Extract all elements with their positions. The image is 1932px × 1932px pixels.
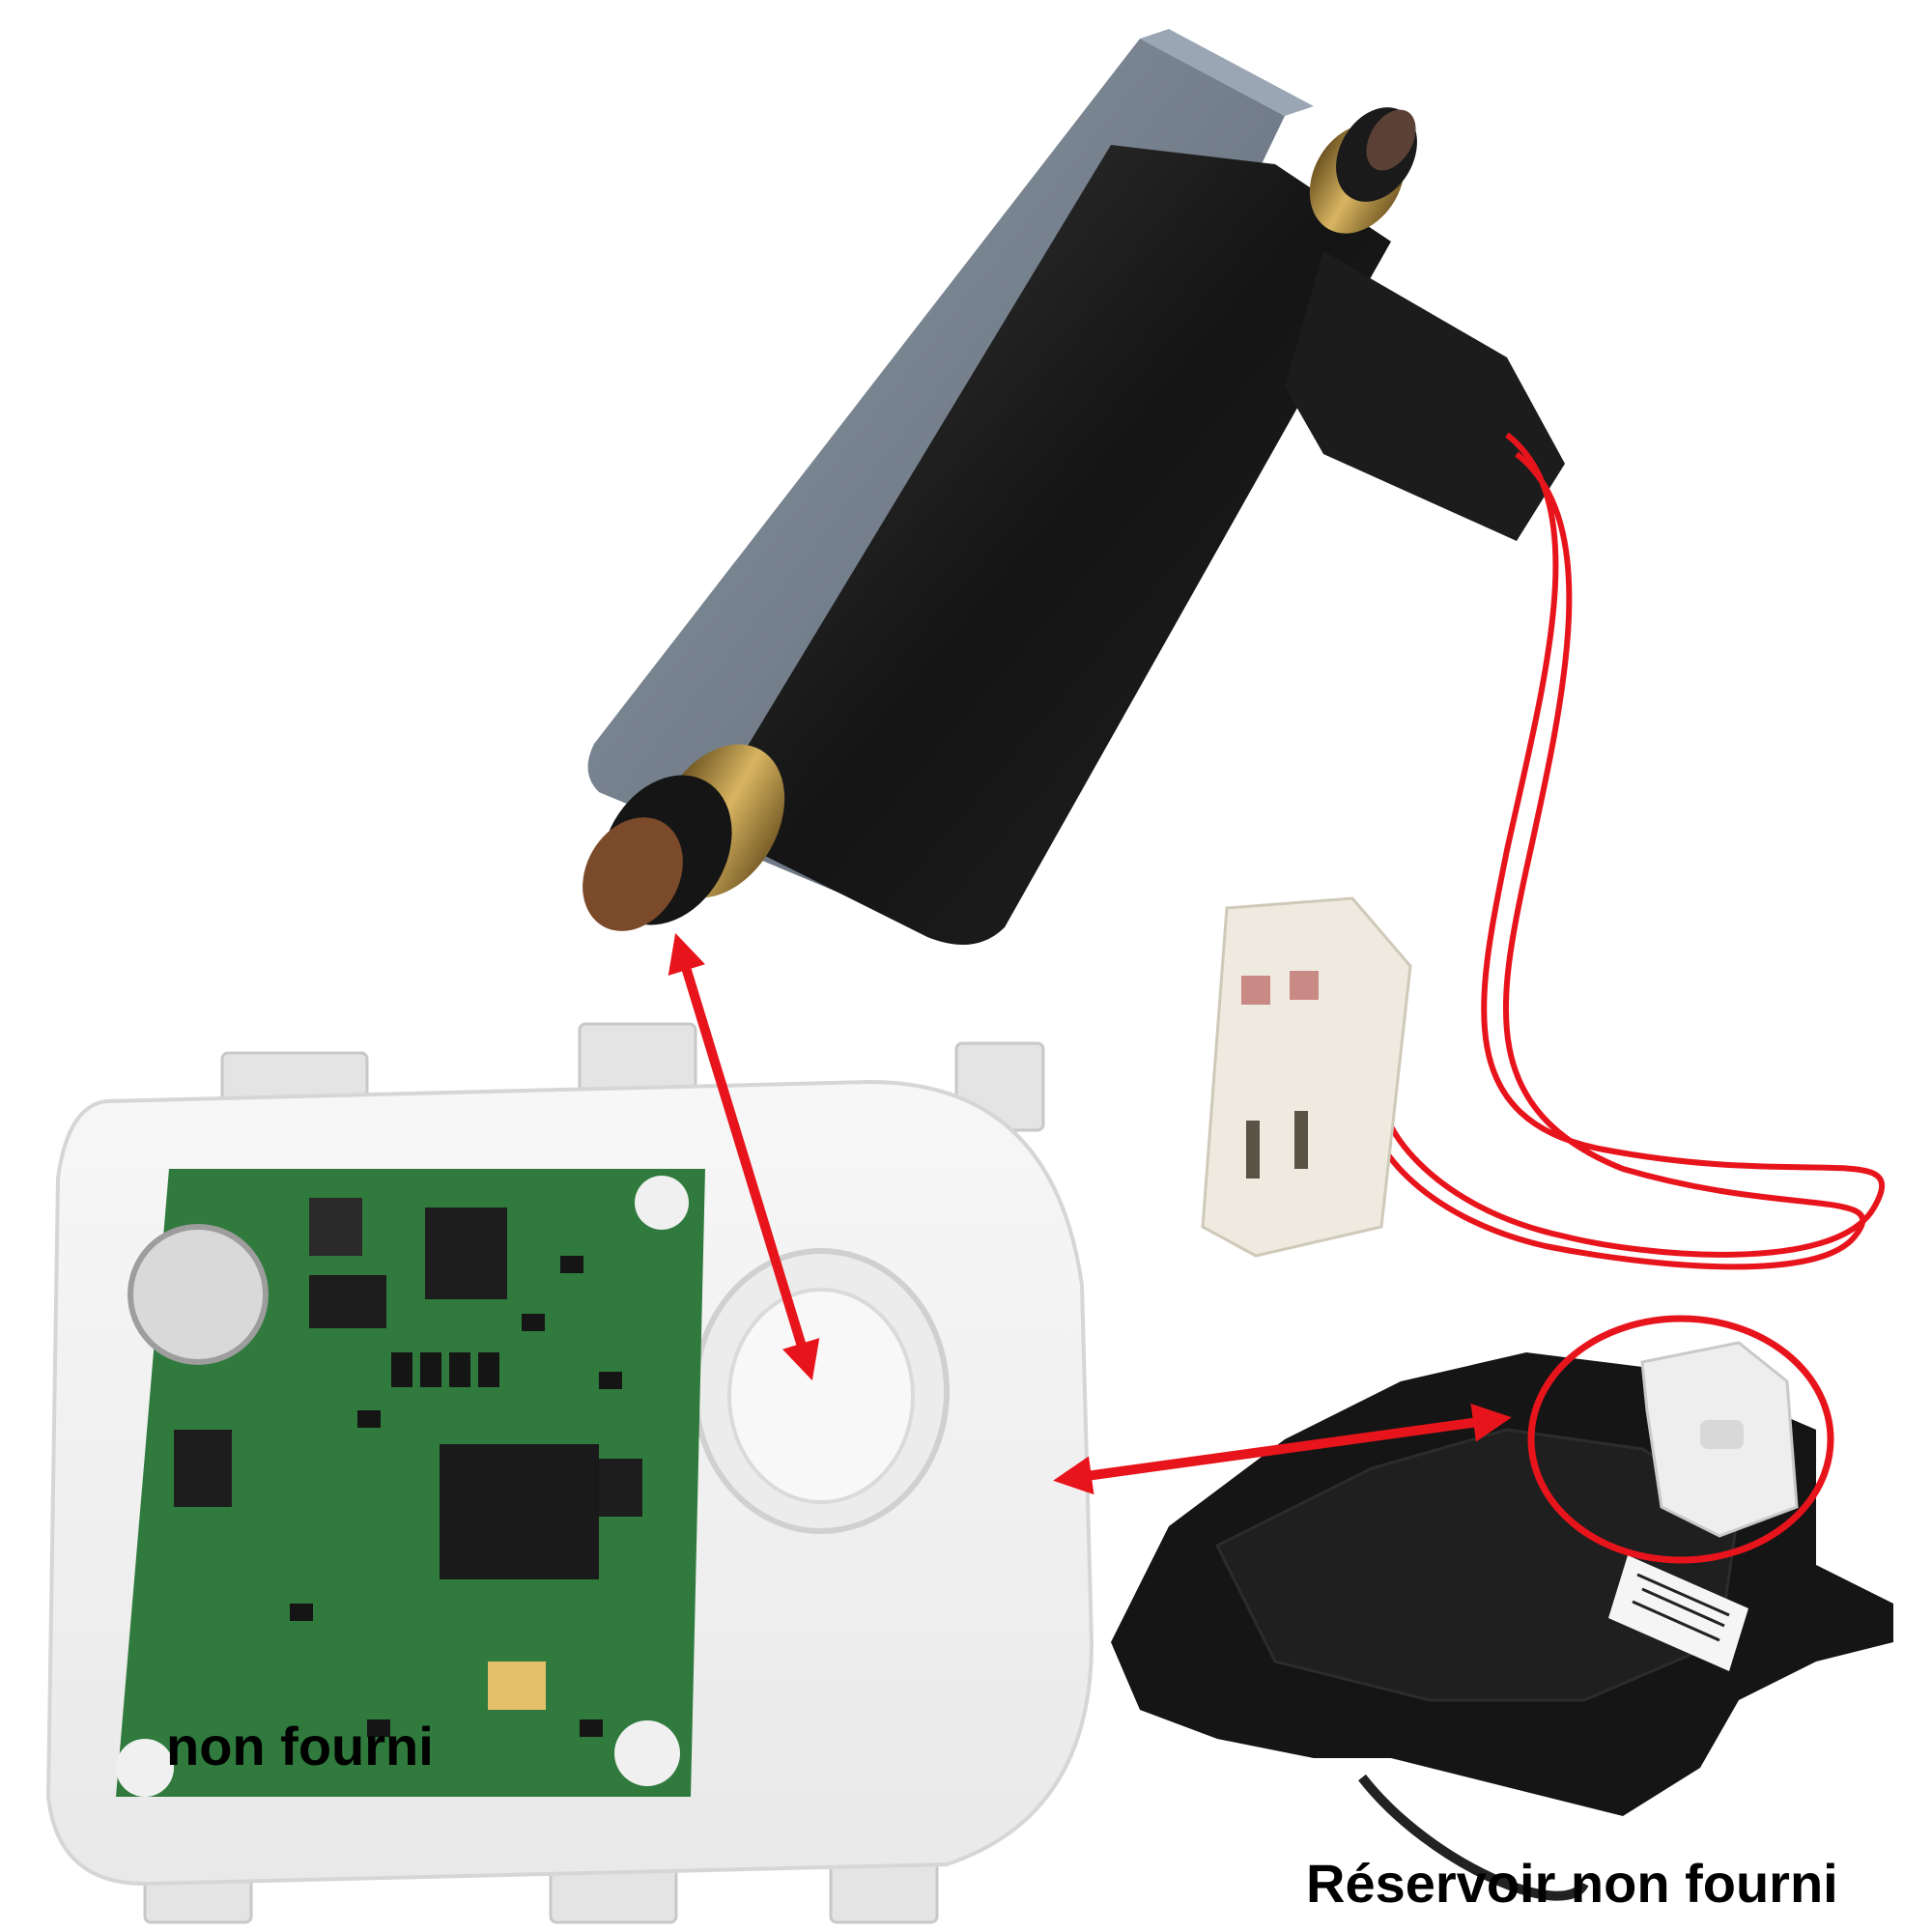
sensor-highlight-circle	[1527, 1315, 1834, 1564]
arrow-housing-to-tank	[1053, 1403, 1512, 1495]
pcb-caption: non fourni	[166, 1716, 434, 1776]
arrow-solenoid-to-port	[668, 932, 820, 1381]
microcontroller-chip	[440, 1444, 599, 1579]
housing-port	[693, 1248, 950, 1534]
steam-tank	[1111, 1315, 1893, 1901]
top-fitting	[1309, 107, 1417, 234]
red-arrows	[668, 932, 1512, 1495]
pcb-housing	[45, 1022, 1094, 1924]
solenoid-valve	[582, 29, 1565, 945]
solenoid-cable-boot	[1285, 251, 1565, 541]
solenoid-wires	[1367, 432, 1886, 1270]
barcode-label	[1608, 1555, 1748, 1671]
wire-connector	[1201, 896, 1412, 1258]
bottom-fitting	[582, 744, 785, 931]
solenoid-bracket-top-face	[1140, 29, 1314, 116]
tank-caption: Réservoir non fourni	[1306, 1853, 1838, 1914]
pcb-board	[116, 1169, 705, 1797]
pressure-sensor	[1640, 1341, 1799, 1538]
solenoid-coil	[715, 145, 1391, 945]
capacitor	[128, 1224, 269, 1365]
